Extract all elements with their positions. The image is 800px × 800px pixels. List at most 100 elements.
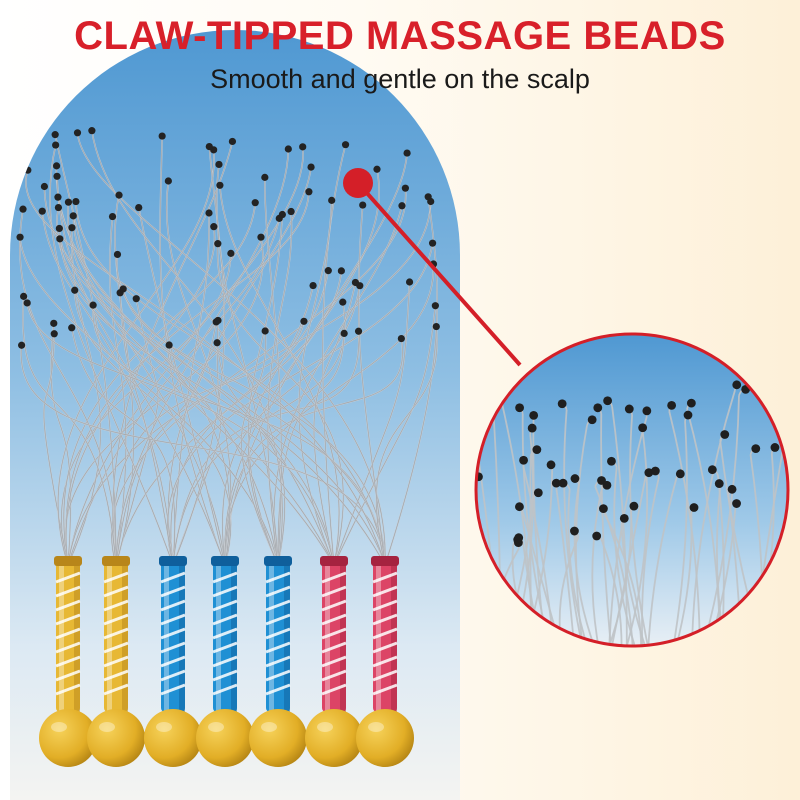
handle-stripe <box>265 599 291 612</box>
handle-stripe <box>321 571 347 584</box>
zoom-wire <box>668 411 701 646</box>
wire-shade <box>333 281 410 566</box>
handle-stripe <box>160 613 186 626</box>
handle-stripe <box>265 613 291 626</box>
handle-stripe <box>55 655 81 668</box>
handle-shadow <box>74 560 80 712</box>
bead <box>309 281 317 290</box>
handle-stripe <box>160 599 186 612</box>
handle-stripe <box>55 641 81 654</box>
handle-stripe <box>160 669 186 682</box>
zoom-bead <box>515 502 524 512</box>
zoom-bead <box>570 526 579 536</box>
zoom-bead <box>546 460 556 470</box>
bead <box>89 301 97 309</box>
bead <box>340 329 348 338</box>
wire-shade <box>375 326 438 566</box>
zoom-bead <box>629 501 639 511</box>
bead <box>24 166 32 174</box>
handle-ball <box>356 709 414 767</box>
handle-blue <box>144 556 202 767</box>
zoom-wire-hook <box>793 385 794 391</box>
handle-stripe <box>55 613 81 626</box>
bead <box>40 182 49 191</box>
wire-shade <box>56 176 226 566</box>
zoom-bead <box>607 456 616 466</box>
wire-shade <box>116 254 386 566</box>
bead <box>132 295 140 303</box>
bead <box>64 198 73 206</box>
handle-stripe <box>321 683 347 696</box>
handle-stripe <box>212 571 238 584</box>
handle-stripe <box>265 585 291 598</box>
bead <box>19 205 27 213</box>
handle-stripe <box>103 655 129 668</box>
bead <box>56 235 64 243</box>
zoom-bead <box>683 410 693 420</box>
wire-shade <box>72 215 231 566</box>
bead <box>50 319 58 327</box>
handle-stripe <box>55 571 81 584</box>
handle-shadow <box>122 560 128 712</box>
bead <box>424 193 432 201</box>
handle-ball <box>196 709 254 767</box>
bead <box>68 224 76 232</box>
wire-shade <box>172 212 210 566</box>
handle-ball <box>144 709 202 767</box>
wire-shade <box>75 201 386 566</box>
handle-blue <box>249 556 307 767</box>
zoom-bead <box>686 398 696 408</box>
handle-stripe <box>321 669 347 682</box>
bead <box>88 127 96 135</box>
bead <box>405 278 414 286</box>
zoom-bead <box>675 469 685 479</box>
bead <box>431 302 439 310</box>
bead <box>228 137 237 146</box>
zoom-circle-border <box>474 332 790 648</box>
zoom-bead <box>785 528 788 538</box>
zoom-wire <box>601 541 623 646</box>
handle-stripe <box>212 683 238 696</box>
handle-red <box>356 556 414 767</box>
zoom-bead <box>532 445 542 454</box>
bead <box>287 207 295 216</box>
bead <box>50 330 58 338</box>
ball-highlight <box>156 722 172 732</box>
wire-shade <box>114 195 134 566</box>
handle-shadow <box>340 560 346 712</box>
bead <box>351 278 360 287</box>
zoom-wire <box>646 479 677 646</box>
wire-shade <box>67 202 335 566</box>
handle-stripe <box>321 613 347 626</box>
bead <box>397 334 405 343</box>
handle-stripe <box>160 655 186 668</box>
ball-highlight <box>261 722 277 732</box>
zoom-bead <box>570 474 580 483</box>
headline-title: CLAW-TIPPED MASSAGE BEADS <box>74 14 726 58</box>
zoom-wire <box>641 476 660 646</box>
handle-blue <box>196 556 254 767</box>
wire-shade <box>115 148 289 566</box>
bead <box>18 341 26 349</box>
handle-stripe <box>212 585 238 598</box>
handle-stripe <box>103 571 129 584</box>
zoom-bead <box>732 380 742 390</box>
bead <box>52 162 61 170</box>
bead <box>20 292 28 300</box>
zoom-bead <box>732 499 741 508</box>
wire-shade <box>122 288 386 566</box>
zoom-circle-background <box>476 334 788 646</box>
ball-highlight <box>99 722 115 732</box>
zoom-bead <box>642 406 652 416</box>
handle-red <box>305 556 363 767</box>
bead <box>214 240 222 248</box>
handle-stripe <box>55 669 81 682</box>
handle-shadow <box>391 560 397 712</box>
bead <box>227 249 235 257</box>
zoom-wire-hook <box>468 399 470 405</box>
wire-shade <box>172 331 359 566</box>
bead <box>428 239 437 247</box>
zoom-bead <box>527 423 537 433</box>
zoom-bead <box>727 484 737 494</box>
handle-stripe <box>321 655 347 668</box>
